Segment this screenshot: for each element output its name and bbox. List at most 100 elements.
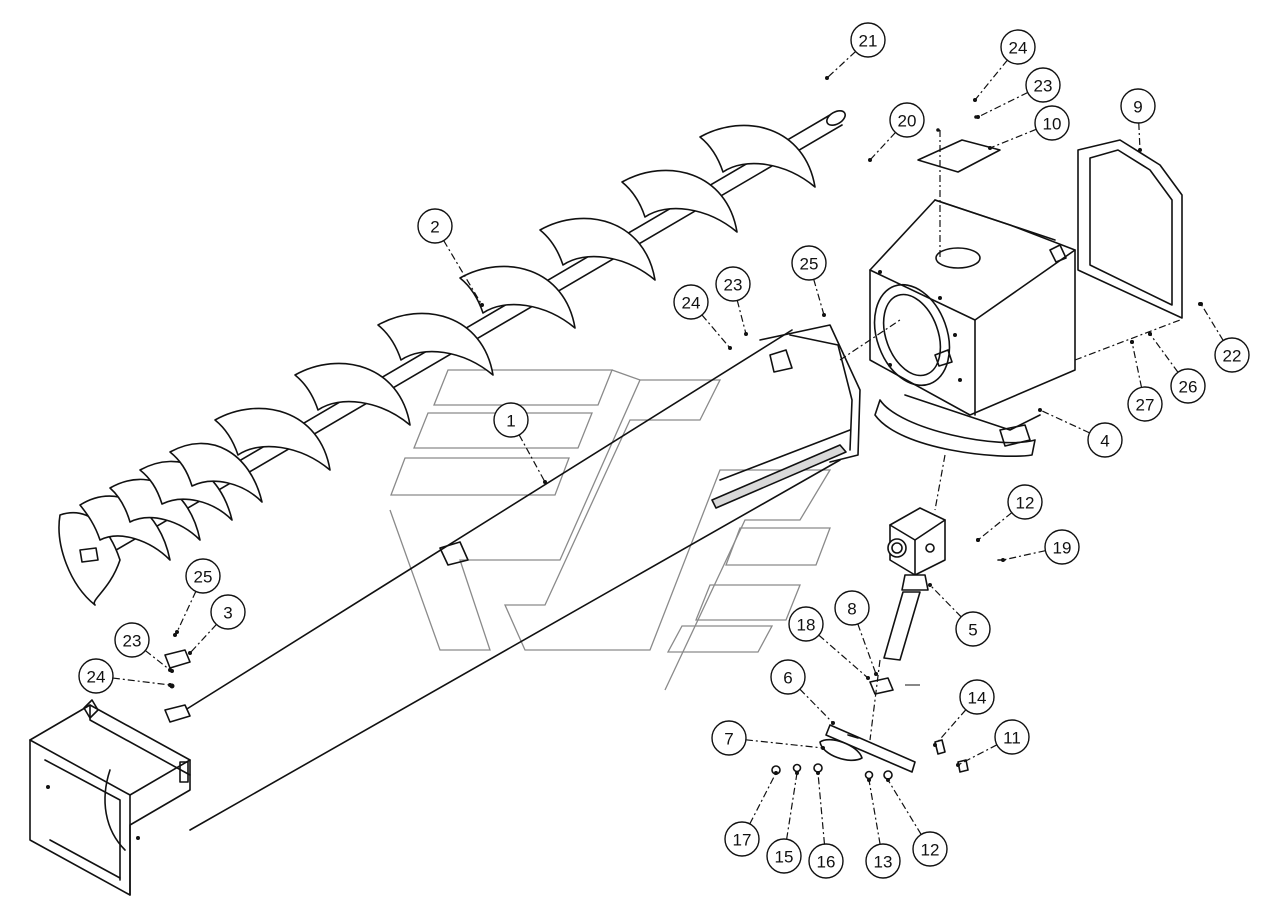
callout-leader: [818, 634, 869, 679]
callout-leader: [1002, 550, 1046, 561]
callout-target-dot: [744, 332, 748, 336]
end-panel: [1077, 139, 1202, 344]
callout-c24b: 24: [673, 284, 732, 350]
callout-leader: [176, 591, 197, 633]
callout-c16: 16: [808, 771, 844, 879]
callout-target-dot: [831, 721, 835, 725]
callout-c1: 1: [493, 402, 547, 484]
callout-c8: 8: [834, 590, 878, 676]
callout-number: 24: [682, 294, 701, 313]
callout-target-dot: [928, 583, 932, 587]
callout-c20: 20: [868, 102, 925, 162]
callout-number: 6: [783, 669, 792, 688]
callout-target-dot: [480, 303, 484, 307]
callout-balloon: [808, 843, 844, 879]
callout-leader: [989, 128, 1037, 149]
callout-number: 23: [1034, 77, 1053, 96]
callout-balloon: [889, 102, 925, 138]
callout-target-dot: [1001, 558, 1005, 562]
callout-balloon: [210, 594, 246, 630]
callout-number: 23: [123, 632, 142, 651]
callout-target-dot: [976, 538, 980, 542]
callout-leader: [974, 59, 1008, 101]
callout-target-dot: [886, 778, 890, 782]
callout-balloon: [1170, 368, 1206, 404]
callout-balloon: [417, 208, 453, 244]
callout-number: 18: [797, 616, 816, 635]
callout-c12a: 12: [976, 484, 1043, 542]
callout-leader: [868, 779, 881, 845]
callout-c2: 2: [417, 208, 484, 307]
callout-target-dot: [1130, 340, 1134, 344]
callout-c23c: 23: [114, 622, 172, 672]
callout-balloon: [788, 606, 824, 642]
callout-number: 27: [1136, 396, 1155, 415]
callout-leader: [701, 314, 731, 349]
callout-target-dot: [175, 630, 179, 634]
callout-leader: [745, 739, 824, 749]
callout-number: 25: [800, 255, 819, 274]
callout-leader: [817, 772, 826, 845]
callout-balloon: [834, 590, 870, 626]
callout-c14: 14: [933, 679, 995, 747]
callout-target-dot: [956, 763, 960, 767]
callout-number: 17: [733, 831, 752, 850]
callout-target-dot: [988, 146, 992, 150]
callout-balloon: [724, 821, 760, 857]
callout-balloon: [1087, 422, 1123, 458]
callout-target-dot: [868, 158, 872, 162]
callout-balloon: [955, 611, 991, 647]
watermark-logo: [389, 369, 832, 691]
inlet-box: [29, 699, 191, 896]
callout-c6: 6: [770, 659, 835, 725]
callout-number: 15: [775, 848, 794, 867]
callout-balloon: [994, 719, 1030, 755]
callout-target-dot: [168, 668, 172, 672]
callout-c23b: 23: [715, 266, 751, 336]
callout-balloon: [1127, 386, 1163, 422]
callout-leader: [189, 624, 217, 654]
callout-c25b: 25: [175, 558, 221, 634]
callout-leader: [443, 240, 483, 306]
callout-balloon: [1044, 529, 1080, 565]
callout-number: 20: [898, 112, 917, 131]
callout-balloon: [1007, 484, 1043, 520]
callout-leader: [1039, 409, 1090, 434]
callout-target-dot: [1138, 148, 1142, 152]
callout-leader: [977, 512, 1013, 541]
auger-tube: [181, 324, 861, 831]
callout-leader: [1149, 333, 1179, 373]
callout-c13: 13: [865, 778, 901, 879]
callout-c5: 5: [928, 583, 991, 647]
callout-target-dot: [774, 771, 778, 775]
gearbox: [883, 507, 1006, 661]
callout-balloon: [770, 659, 806, 695]
callout-leader: [957, 744, 998, 766]
callout-c12b: 12: [886, 778, 948, 867]
callout-target-dot: [168, 683, 172, 687]
callout-c11: 11: [956, 719, 1030, 767]
callout-number: 1: [506, 412, 515, 431]
callout-c7: 7: [711, 720, 825, 756]
callout-balloon: [78, 658, 114, 694]
callout-c23a: 23: [976, 67, 1061, 119]
cover-plate: [917, 98, 1001, 173]
callout-target-dot: [728, 346, 732, 350]
callout-leader: [813, 279, 825, 316]
callout-balloon: [791, 245, 827, 281]
callout-leader: [869, 132, 896, 161]
callout-number: 7: [724, 730, 733, 749]
callout-number: 14: [968, 689, 987, 708]
callout-balloon: [1000, 29, 1036, 65]
callout-number: 8: [847, 600, 856, 619]
callout-leader: [826, 51, 856, 79]
callout-leader: [518, 434, 546, 483]
callout-balloon: [673, 284, 709, 320]
callout-leader: [977, 91, 1029, 118]
centerlines: [839, 130, 1181, 741]
callout-c21: 21: [825, 22, 886, 80]
callout-leader: [749, 772, 777, 825]
callout-leader: [112, 677, 171, 686]
callout-c17: 17: [724, 771, 778, 857]
callout-leader: [934, 709, 967, 746]
